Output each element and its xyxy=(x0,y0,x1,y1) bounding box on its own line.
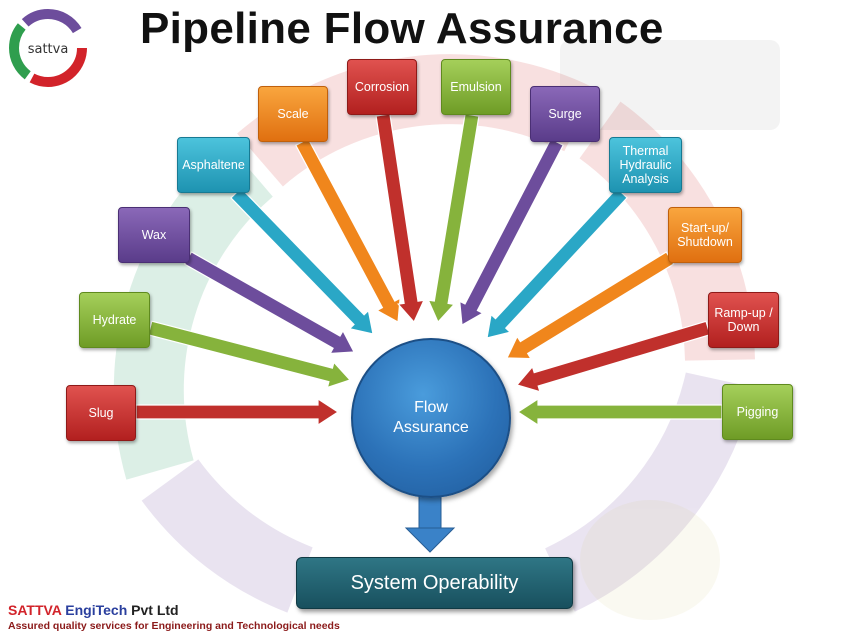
arrow-hydrate xyxy=(147,320,352,389)
arrow-emulsion xyxy=(427,113,480,324)
company-name-part1: SATTVA xyxy=(8,602,62,618)
factor-box-asphaltene: Asphaltene xyxy=(177,137,250,193)
arrow-surge xyxy=(458,137,565,326)
company-name-part2: EngiTech xyxy=(65,602,128,618)
factor-box-wax: Wax xyxy=(118,207,190,263)
hub-label-line2: Assurance xyxy=(393,419,469,436)
arrow-scale xyxy=(294,137,401,323)
factor-label-surge: Surge xyxy=(548,107,582,121)
factor-box-corrosion: Corrosion xyxy=(347,59,417,115)
factor-label-rampup: Ramp-up / Down xyxy=(714,306,773,334)
factor-label-asphaltene: Asphaltene xyxy=(182,158,245,172)
arrow-slug xyxy=(135,397,340,427)
company-name-part3: Pvt Ltd xyxy=(131,602,179,618)
arrow-pigging xyxy=(516,397,723,427)
hub-label-line1: Flow xyxy=(414,399,448,416)
arrow-wax xyxy=(183,251,355,355)
factor-label-slug: Slug xyxy=(88,406,114,420)
factor-box-emulsion: Emulsion xyxy=(441,59,511,115)
factor-box-slug: Slug xyxy=(66,385,136,441)
arrow-asphaltene xyxy=(230,187,374,335)
down-arrow xyxy=(404,489,456,553)
arrow-corrosion xyxy=(375,113,425,324)
factor-label-scale: Scale xyxy=(277,107,309,121)
arrow-startup xyxy=(506,251,675,360)
factor-label-wax: Wax xyxy=(141,228,167,242)
factor-box-pigging: Pigging xyxy=(722,384,793,440)
flow-assurance-hub: Flow Assurance xyxy=(351,338,511,498)
factor-label-hydrate: Hydrate xyxy=(92,313,137,327)
svg-text:sattva: sattva xyxy=(28,42,69,57)
factor-label-corrosion: Corrosion xyxy=(354,80,410,94)
factor-label-startup: Start-up/ Shutdown xyxy=(677,221,733,249)
factor-box-hydrate: Hydrate xyxy=(79,292,150,348)
page-title: Pipeline Flow Assurance xyxy=(140,4,664,53)
factor-label-thermal: Thermal Hydraulic Analysis xyxy=(619,144,672,186)
factor-box-startup: Start-up/ Shutdown xyxy=(668,207,742,263)
arrow-rampup xyxy=(515,320,711,393)
company-name: SATTVA EngiTech Pvt Ltd xyxy=(8,602,179,618)
arrow-thermal xyxy=(486,187,628,339)
sattva-logo: sattva xyxy=(4,4,92,92)
factor-box-surge: Surge xyxy=(530,86,600,142)
system-operability-box: System Operability xyxy=(296,557,573,609)
factor-label-emulsion: Emulsion xyxy=(450,80,502,94)
company-tagline: Assured quality services for Engineering… xyxy=(8,620,340,632)
factor-box-thermal: Thermal Hydraulic Analysis xyxy=(609,137,682,193)
factor-box-scale: Scale xyxy=(258,86,328,142)
factor-label-pigging: Pigging xyxy=(736,405,779,419)
factor-box-rampup: Ramp-up / Down xyxy=(708,292,779,348)
